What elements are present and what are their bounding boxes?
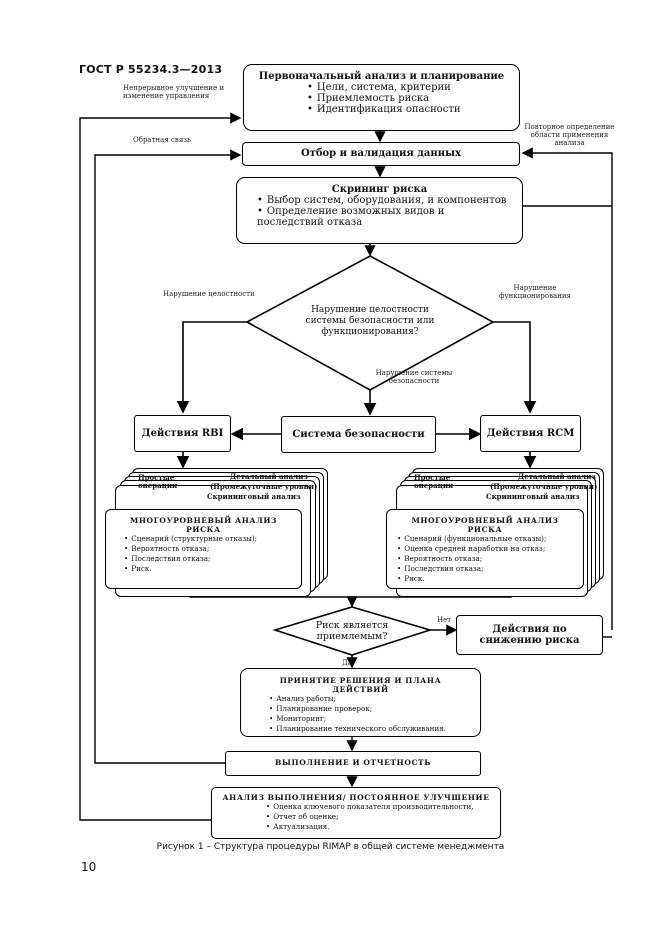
list-item: Оценка ключевого показателя производител… [266,802,490,812]
initial-analysis-title: Первоначальный анализ и планирование [258,71,505,82]
document-header: ГОСТ Р 55234.3—2013 [79,63,223,76]
decision-acceptable-text: Риск является приемлемым? [315,620,389,642]
list-item: Цели, система, критерии [307,82,511,93]
data-selection-box: Отбор и валидация данных [242,142,520,166]
redefinition-note: Повторное определение области применения… [524,123,615,147]
mla-right-title: МНОГОУРОВНЕВЫЙ АНАЛИЗ РИСКА [411,516,559,534]
mla-left-title: МНОГОУРОВНЕВЫЙ АНАЛИЗ РИСКА [129,516,278,534]
page-number: 10 [81,860,97,874]
actions-rcm-label: Действия RCM [486,428,575,439]
screening-list: Выбор систем, оборудования, и компоненто… [257,195,514,228]
list-item: Планирование проверок; [269,704,470,714]
list-item: Определение возможных видов и последстви… [257,206,514,228]
list-item: Сценарий (структурные отказы); [124,534,293,544]
mla-left-list: Сценарий (структурные отказы); Вероятнос… [124,534,293,574]
actions-rcm-box: Действия RCM [480,415,581,452]
list-item: Последствия отказа; [397,564,575,574]
left-screening-label: Скрининговый анализ [207,492,301,501]
list-item: Выбор систем, оборудования, и компоненто… [257,195,514,206]
initial-analysis-box: Первоначальный анализ и планирование Цел… [243,64,520,131]
left-intermediate-label: (Промежуточные уровни) [210,482,318,491]
list-item: Отчет об оценке; [266,812,490,822]
initial-analysis-list: Цели, система, критерии Приемлемость рис… [307,82,511,115]
mitigation-box: Действия по снижению риска [456,615,603,655]
safety-systems-box: Система безопасности [281,416,436,453]
right-simple-ops-label: Простые операции [414,473,454,490]
feedback-note: Обратная связь [133,136,191,144]
continuous-improvement-note: Непрерывное улучшение и изменение управл… [123,84,225,100]
list-item: Планирование технического обслуживания. [269,724,470,734]
safety-violation-note: Нарушение системы безопасности [375,369,453,385]
no-label: Нет [437,616,452,624]
left-simple-ops-label: Простые операции [138,473,178,490]
list-item: Актуализация. [266,822,490,832]
mla-left-box: МНОГОУРОВНЕВЫЙ АНАЛИЗ РИСКА Сценарий (ст… [105,509,302,589]
list-item: Вероятность отказа; [397,554,575,564]
integrity-violation-note: Нарушение целостности [163,290,255,298]
decision-plan-title: ПРИНЯТИЕ РЕШЕНИЯ И ПЛАНА ДЕЙСТВИЙ [279,676,442,694]
list-item: Риск. [124,564,293,574]
right-detailed-label: Детальный анализ [518,472,596,481]
performance-list: Оценка ключевого показателя производител… [266,802,490,832]
data-selection-title: Отбор и валидация данных [300,148,462,159]
screening-box: Скрининг риска Выбор систем, оборудовани… [236,177,523,244]
performance-box: АНАЛИЗ ВЫПОЛНЕНИЯ/ ПОСТОЯННОЕ УЛУЧШЕНИЕ … [211,787,501,839]
list-item: Приемлемость риска [307,93,511,104]
execution-title: ВЫПОЛНЕНИЕ И ОТЧЕТНОСТЬ [274,758,432,767]
list-item: Мониторинг; [269,714,470,724]
list-item: Анализ работы; [269,694,470,704]
right-intermediate-label: (Промежуточные уровни) [490,482,598,491]
mla-right-box: МНОГОУРОВНЕВЫЙ АНАЛИЗ РИСКА Сценарий (фу… [386,509,584,589]
figure-caption: Рисунок 1 – Структура процедуры RIMAP в … [156,842,505,852]
yes-label: Да [342,659,352,667]
right-screening-label: Скрининговый анализ [486,492,580,501]
function-violation-note: Нарушение функционирования [499,284,571,300]
actions-rbi-box: Действия RBI [134,415,231,452]
execution-box: ВЫПОЛНЕНИЕ И ОТЧЕТНОСТЬ [225,751,481,776]
decision-violation-text: Нарушение целостности системы безопаснос… [305,305,435,337]
decision-plan-box: ПРИНЯТИЕ РЕШЕНИЯ И ПЛАНА ДЕЙСТВИЙ Анализ… [240,668,481,737]
list-item: Последствия отказа; [124,554,293,564]
list-item: Сценарий (функциональные отказы); [397,534,575,544]
list-item: Вероятность отказа; [124,544,293,554]
list-item: Идентификация опасности [307,104,511,115]
screening-title: Скрининг риска [331,184,428,195]
left-detailed-label: Детальный анализ [230,472,308,481]
performance-title: АНАЛИЗ ВЫПОЛНЕНИЯ/ ПОСТОЯННОЕ УЛУЧШЕНИЕ [222,793,490,802]
safety-systems-label: Система безопасности [292,429,425,440]
mla-right-list: Сценарий (функциональные отказы); Оценка… [397,534,575,584]
actions-rbi-label: Действия RBI [141,428,224,439]
mitigation-label: Действия по снижению риска [479,624,580,646]
list-item: Оценка средней наработки на отказ; [397,544,575,554]
decision-plan-list: Анализ работы; Планирование проверок; Мо… [269,694,470,734]
list-item: Риск. [397,574,575,584]
